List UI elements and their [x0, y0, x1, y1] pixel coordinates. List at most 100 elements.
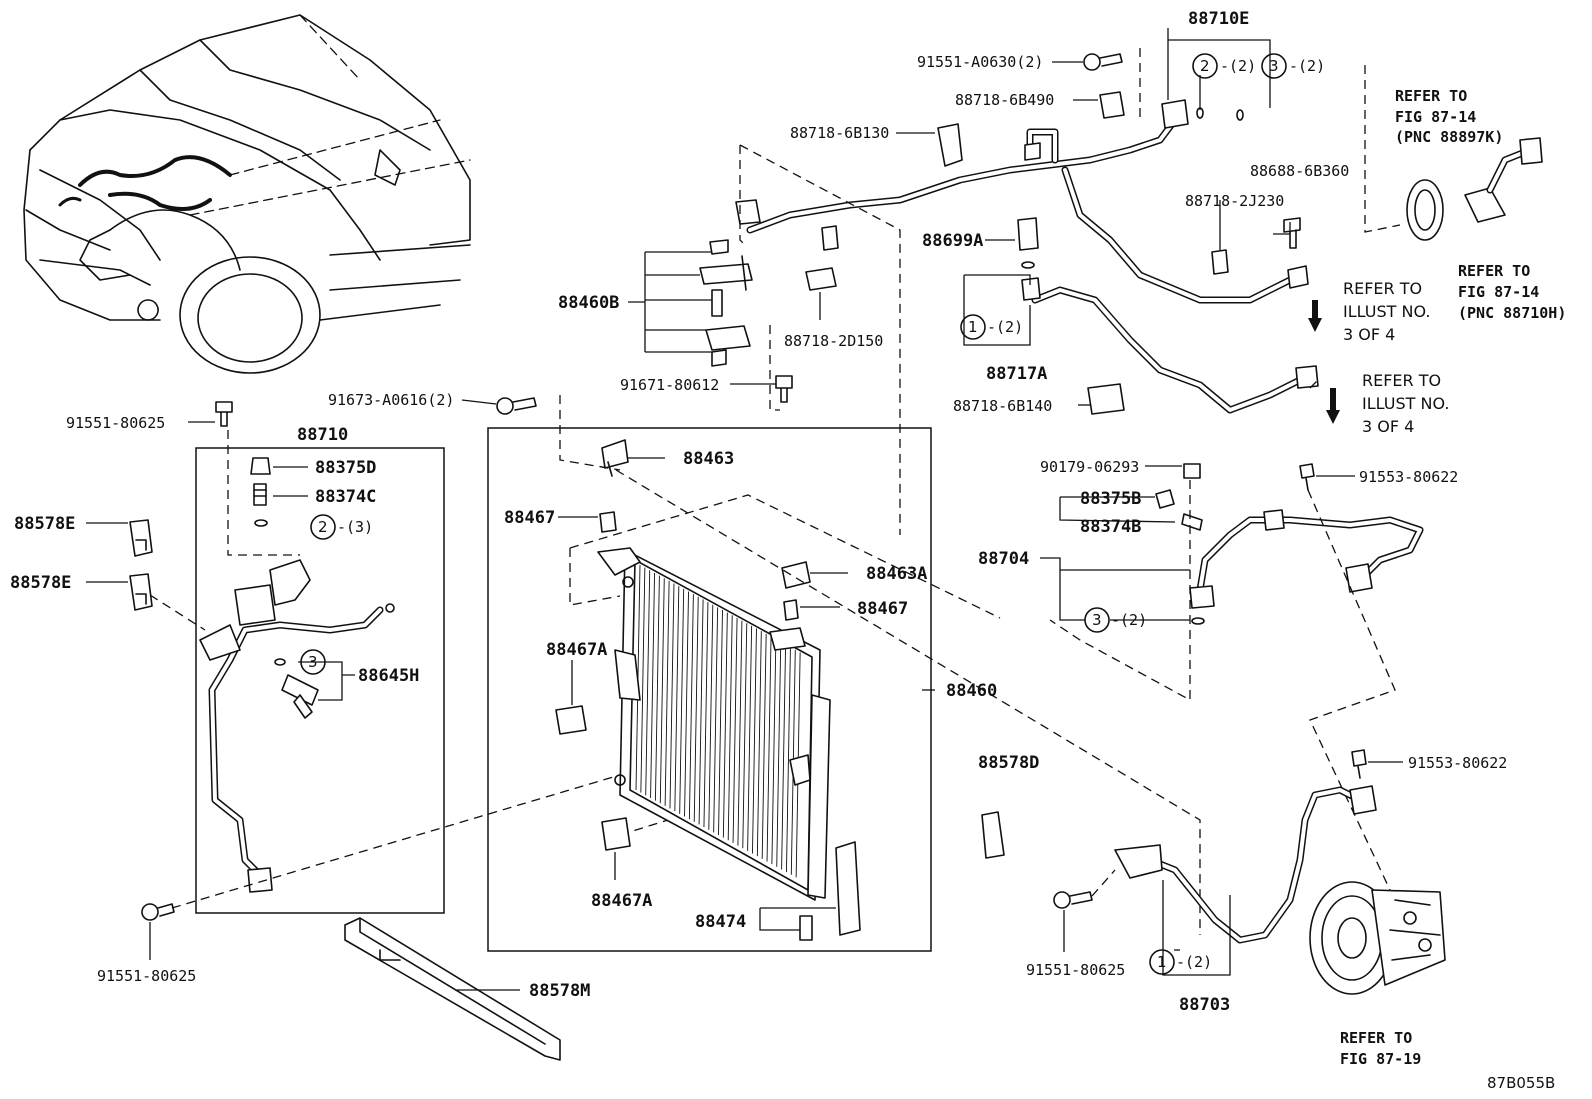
label-88578M: 88578M — [529, 981, 590, 1001]
label-88718-6B140: 88718-6B140 — [953, 397, 1052, 415]
svg-text:REFER TO: REFER TO — [1340, 1029, 1412, 1047]
cushion-88467-lower — [783, 599, 799, 621]
cap-90179-06293 — [1183, 463, 1201, 479]
label-88467-upper: 88467 — [504, 508, 555, 528]
clamp-88718-2J230 — [1211, 249, 1229, 275]
svg-text:3 OF 4: 3 OF 4 — [1343, 325, 1395, 344]
condenser-fin — [718, 609, 723, 836]
desiccant-88474 — [799, 841, 861, 941]
clamp-88718-6B490 — [1099, 91, 1125, 119]
seal-88897K — [1406, 179, 1444, 241]
svg-text:-(2): -(2) — [1289, 57, 1325, 75]
condenser-fin — [737, 620, 743, 846]
liquid-tube-88710 — [199, 559, 395, 893]
label-88710: 88710 — [297, 425, 348, 445]
part-labels: 88710E 91551-A0630(2) 88718-6B490 88718-… — [10, 9, 1507, 1015]
clip-88578E-upper — [129, 519, 153, 557]
pressure-switch-88645H — [274, 658, 319, 719]
svg-text:-(2): -(2) — [1220, 57, 1256, 75]
condenser-fin — [766, 636, 772, 862]
svg-text:2: 2 — [1200, 57, 1210, 75]
bolt-91553-80622-b — [1351, 749, 1367, 779]
bracket-88460B — [699, 239, 753, 367]
bolt-91553-80622-a — [1299, 463, 1315, 491]
refer-fig-87-19: REFER TO FIG 87-19 — [1340, 1029, 1421, 1068]
label-88645H: 88645H — [358, 666, 419, 686]
cap-88375B — [1155, 489, 1175, 509]
label-88578E-lower: 88578E — [10, 573, 71, 593]
condenser-fin — [727, 615, 733, 841]
cushion-88467-upper — [599, 511, 617, 533]
bolt-91551-80625-top — [215, 401, 233, 427]
dash-88710 — [227, 430, 300, 556]
callout-1-88717A: 1 -(2) — [960, 314, 1023, 340]
condenser-fin — [669, 583, 675, 809]
label-88460: 88460 — [946, 681, 997, 701]
condenser-fin — [756, 631, 762, 857]
condenser-fin — [698, 599, 704, 825]
condenser-fin — [654, 575, 660, 801]
label-91551-80625-right: 91551-80625 — [1026, 961, 1125, 979]
arrow-down-icon — [1326, 388, 1340, 424]
compressor — [1309, 881, 1446, 995]
svg-text:3: 3 — [308, 653, 318, 671]
label-91671-80612: 91671-80612 — [620, 376, 719, 394]
suction-hose-88717A — [1021, 277, 1319, 414]
callout-3-88710: 3 — [300, 649, 326, 675]
svg-text:FIG 87-14: FIG 87-14 — [1395, 108, 1476, 126]
condenser-fin — [732, 617, 738, 843]
switch-88699A — [1017, 217, 1039, 269]
svg-text:REFER TO: REFER TO — [1362, 371, 1441, 390]
label-91551-80625-bottom: 91551-80625 — [97, 967, 196, 985]
condenser-fin — [761, 633, 767, 859]
assembly-box-88710 — [195, 447, 445, 914]
condenser-fin — [771, 639, 777, 865]
svg-text:-(2): -(2) — [1176, 953, 1212, 971]
label-88467A-lower: 88467A — [591, 891, 652, 911]
label-88578E-upper: 88578E — [14, 514, 75, 534]
svg-text:(PNC 88897K): (PNC 88897K) — [1395, 128, 1503, 146]
svg-text:(PNC 88710H): (PNC 88710H) — [1458, 304, 1566, 322]
svg-text:FIG 87-19: FIG 87-19 — [1340, 1050, 1421, 1068]
svg-text:3: 3 — [1269, 57, 1279, 75]
bracket-88463A — [781, 561, 811, 589]
label-88374C: 88374C — [315, 487, 376, 507]
block-88467A-upper — [555, 705, 587, 735]
label-88375D: 88375D — [315, 458, 376, 478]
label-88718-6B490: 88718-6B490 — [955, 91, 1054, 109]
callout-2-88710: 2 -(3) — [310, 514, 373, 540]
label-88578D: 88578D — [978, 753, 1039, 773]
condenser-fin — [747, 625, 753, 851]
bolt-91551-80625-right — [1053, 891, 1093, 909]
suction-hose-88703 — [1114, 785, 1377, 944]
label-88688-6B360: 88688-6B360 — [1250, 162, 1349, 180]
refer-illust-b: REFER TO ILLUST NO. 3 OF 4 — [1362, 371, 1449, 436]
bolt-91551-80625-bottom — [141, 903, 175, 921]
refer-fig-88897K: REFER TO FIG 87-14 (PNC 88897K) — [1395, 87, 1503, 146]
label-91551-A0630: 91551-A0630(2) — [917, 53, 1043, 71]
svg-text:REFER TO: REFER TO — [1395, 87, 1467, 105]
label-88463A: 88463A — [866, 564, 927, 584]
label-88718-2D150: 88718-2D150 — [784, 332, 883, 350]
label-91551-80625-top: 91551-80625 — [66, 414, 165, 432]
condenser-fin — [785, 647, 791, 873]
condenser-fin — [776, 641, 782, 867]
condenser-fin — [752, 628, 757, 854]
callout-2-top: 2 -(2) — [1192, 53, 1256, 79]
label-88374B: 88374B — [1080, 517, 1141, 537]
arrow-down-icon — [1308, 300, 1322, 332]
condenser-fin — [674, 586, 680, 812]
svg-text:-(3): -(3) — [337, 518, 373, 536]
svg-text:REFER TO: REFER TO — [1458, 262, 1530, 280]
svg-text:2: 2 — [318, 518, 328, 536]
condenser-fin — [640, 567, 646, 793]
label-90179-06293: 90179-06293 — [1040, 458, 1139, 476]
condenser-fin — [650, 572, 656, 798]
condenser-fin — [659, 578, 665, 804]
svg-text:-(2): -(2) — [1111, 611, 1147, 629]
condenser-fin — [645, 570, 651, 796]
bolt-91671-80612 — [775, 375, 793, 403]
condenser-fin — [688, 594, 694, 820]
sponge-88578D — [981, 811, 1005, 859]
